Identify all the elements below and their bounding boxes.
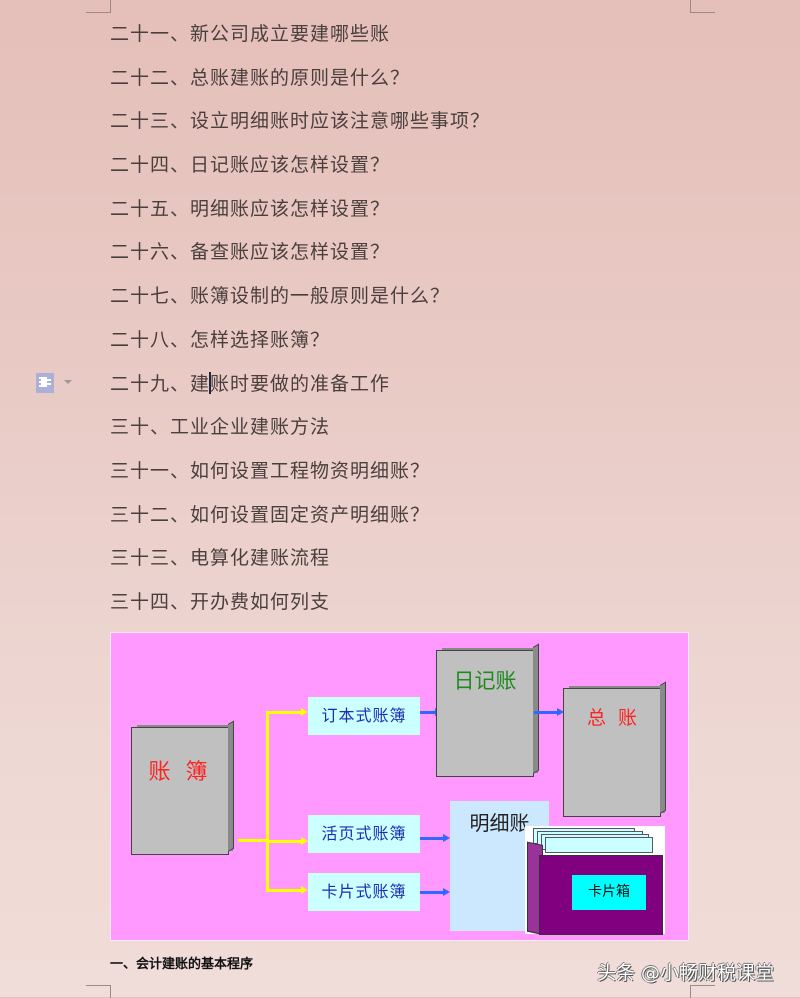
detail-ledger-label: 明细账 — [469, 811, 530, 835]
card-box-label: 卡片箱 — [572, 875, 646, 910]
bound-ledger-box: 订本式账簿 — [308, 697, 420, 735]
toc-item-with-cursor[interactable]: 二十九、建账时要做的准备工作 — [110, 368, 490, 412]
toc-item[interactable]: 二十四、日记账应该怎样设置？ — [110, 154, 391, 177]
index-card — [545, 837, 653, 853]
toc-item[interactable]: 二十七、账簿设制的一般原则是什么？ — [110, 285, 451, 308]
yellow-trunk-line — [266, 711, 269, 891]
toc-item[interactable]: 三十二、如何设置固定资产明细账？ — [110, 503, 431, 526]
toc-item[interactable]: 三十四、开办费如何列支 — [110, 590, 331, 613]
text-cursor — [209, 371, 212, 394]
card-ledger-box: 卡片式账簿 — [308, 873, 420, 911]
toc-list: 二十一、新公司成立要建哪些账 二十二、总账建账的原则是什么？ 二十三、设立明细账… — [110, 18, 490, 630]
paragraph-layout-icon[interactable] — [36, 373, 54, 393]
toc-item[interactable]: 二十八、怎样选择账簿？ — [110, 328, 331, 351]
yellow-arrow-card — [266, 886, 308, 894]
blue-line-bound-to-journal — [420, 708, 442, 716]
general-ledger-book: 总 账 — [563, 688, 661, 817]
blue-arrow-loose-leaf-to-detail — [420, 834, 450, 842]
page-corner-mark-bottom-left — [86, 985, 111, 998]
toc-item-text-after-cursor: 账时要做的准备工作 — [210, 372, 391, 395]
blue-arrow-journal-to-ledger — [534, 708, 564, 716]
toc-item[interactable]: 二十五、明细账应该怎样设置？ — [110, 197, 391, 220]
toc-item[interactable]: 三十、工业企业建账方法 — [110, 416, 331, 439]
toc-item[interactable]: 二十六、备查账应该怎样设置？ — [110, 241, 391, 264]
chevron-down-icon[interactable] — [64, 380, 72, 384]
ledger-types-diagram[interactable]: 账 簿 订本式账簿 活页式账簿 卡片式账簿 日记账 总 账 明细账 卡片箱 — [110, 632, 689, 941]
yellow-arrow-bound — [266, 708, 308, 716]
page-corner-mark-top-right — [690, 0, 715, 13]
page-corner-mark-top-left — [86, 0, 111, 13]
loose-leaf-ledger-box: 活页式账簿 — [308, 815, 420, 853]
toc-item-text-before-cursor: 二十九、建 — [110, 372, 211, 395]
toc-item[interactable]: 二十二、总账建账的原则是什么？ — [110, 66, 411, 89]
root-ledger-book: 账 簿 — [131, 727, 229, 855]
blue-arrow-card-to-detail — [420, 888, 450, 896]
yellow-root-connector — [238, 839, 268, 842]
toc-item[interactable]: 二十三、设立明细账时应该注意哪些事项？ — [110, 110, 491, 133]
toc-item[interactable]: 三十三、电算化建账流程 — [110, 547, 331, 570]
journal-book: 日记账 — [436, 650, 534, 777]
section-heading: 一、会计建账的基本程序 — [110, 957, 254, 972]
toc-item[interactable]: 三十一、如何设置工程物资明细账？ — [110, 459, 431, 482]
journal-label: 日记账 — [453, 669, 517, 693]
watermark: 头条 @小畅财税课堂 — [597, 962, 775, 984]
toc-item[interactable]: 二十一、新公司成立要建哪些账 — [110, 23, 391, 45]
yellow-arrow-loose-leaf — [266, 837, 308, 845]
root-ledger-label: 账 簿 — [148, 760, 212, 785]
general-ledger-label: 总 账 — [586, 707, 638, 729]
page-corner-mark-bottom-right — [690, 985, 715, 998]
